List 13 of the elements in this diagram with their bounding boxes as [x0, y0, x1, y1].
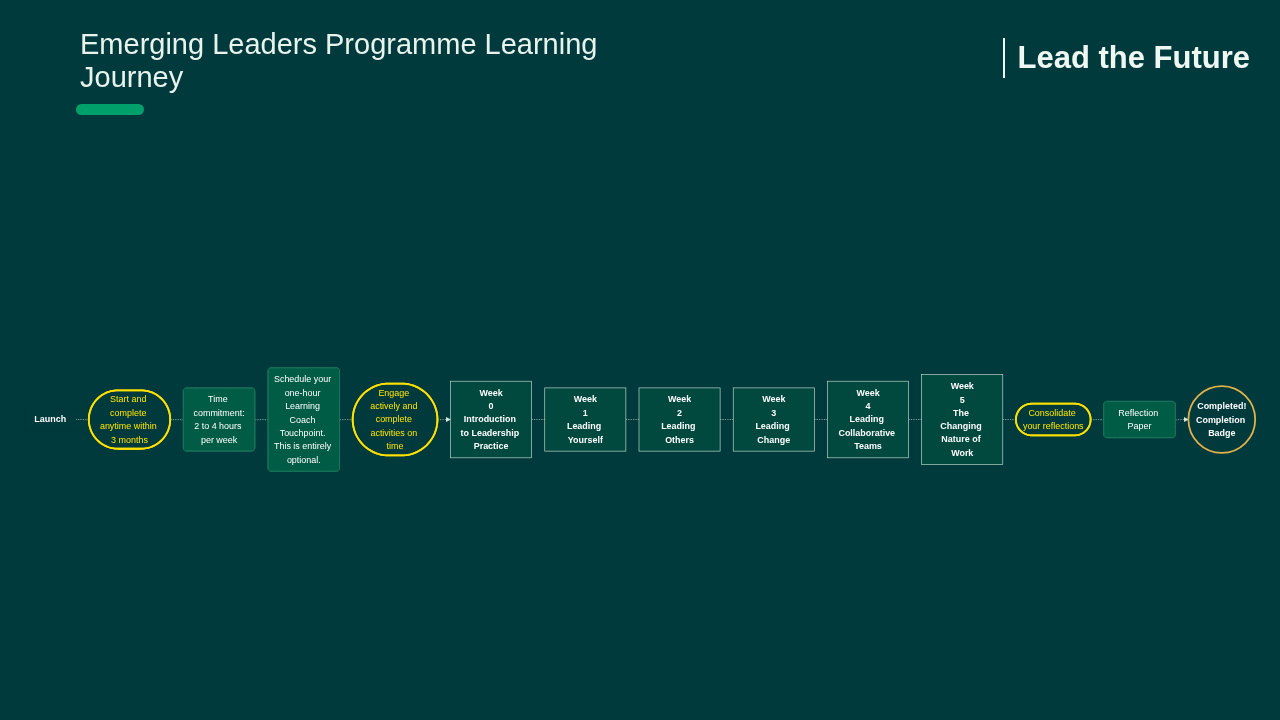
node-box: Week 0 Introduction to Leadership Practice	[450, 381, 532, 459]
node-text: Launch	[34, 414, 67, 425]
connector	[908, 419, 922, 421]
node-box: Week 4 Leading Collaborative Teams	[827, 381, 909, 459]
node-circle: Completed! Completion Badge	[1187, 385, 1257, 455]
tagline: Lead the Future	[1003, 38, 1250, 78]
node-box: Week 5 The Changing Nature of Work	[921, 374, 1004, 466]
connector	[814, 419, 828, 421]
connector	[719, 419, 734, 421]
title: Emerging Leaders Programme Learning Journey	[80, 28, 599, 94]
node-box: Week 2 Leading Others	[638, 388, 721, 452]
node-box: Week 1 Leading Yourself	[544, 388, 627, 452]
node-box: Week 3 Leading Change	[732, 388, 815, 452]
